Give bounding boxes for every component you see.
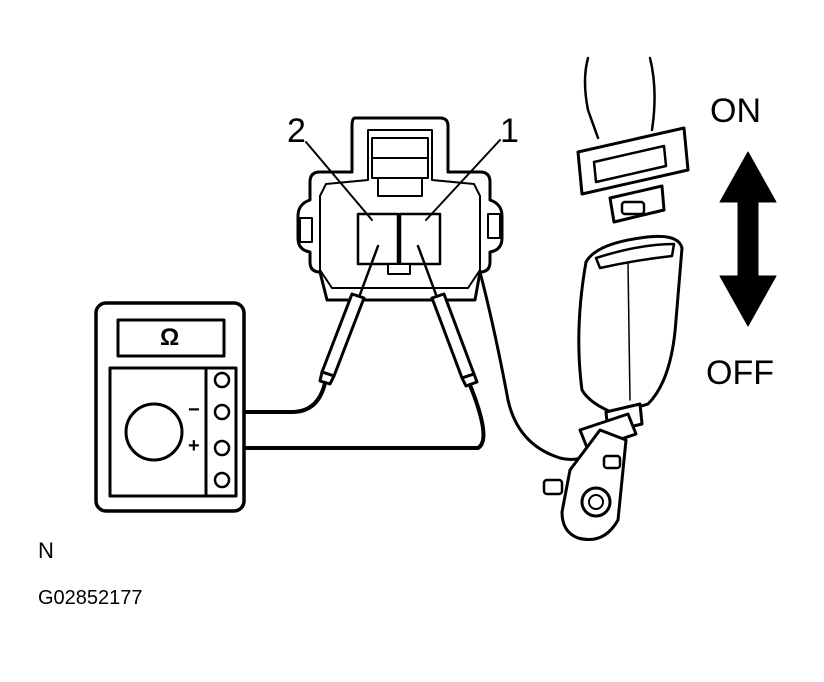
off-label: OFF [706,354,774,392]
seatbelt-tongue [576,56,690,224]
probe-right [416,244,479,388]
pin-1-label: 1 [500,112,519,150]
pin-2-leader [305,141,373,221]
figure-id: G02852177 [38,587,143,609]
on-off-arrow [719,151,777,327]
meter-jack-4 [213,471,231,489]
meter-jack-negative [213,403,231,421]
probe-left [318,244,380,386]
plus-label: + [188,435,200,457]
pin-1-leader [425,139,501,221]
connector [296,116,592,461]
ohmmeter [94,301,246,513]
ohm-symbol: Ω [160,324,180,351]
pin-2-label: 2 [287,112,306,150]
meter-dial [124,402,184,462]
meter-jack-1 [213,371,231,389]
on-label: ON [710,92,761,130]
condition-label: N [38,538,54,563]
minus-label: − [188,399,200,421]
seatbelt-buckle [542,234,684,541]
lead-positive [222,383,486,450]
lead-negative [222,381,327,414]
meter-jack-positive [213,439,231,457]
